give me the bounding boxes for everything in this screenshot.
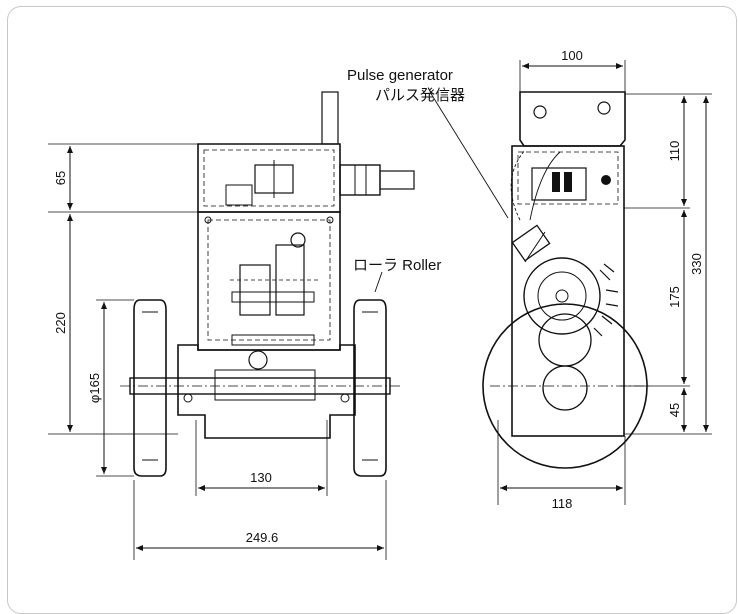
dim-65: 65 [53, 171, 68, 185]
dim-249-6: 249.6 [246, 530, 279, 545]
dim-175: 175 [667, 286, 682, 308]
callout-labels: Pulse generator パルス発信器 ローラ Roller [347, 67, 465, 274]
dim-130: 130 [250, 470, 272, 485]
dimension-labels: 65 220 φ165 130 249.6 100 110 330 175 45… [53, 48, 704, 545]
dim-100: 100 [561, 48, 583, 63]
dim-45: 45 [667, 403, 682, 417]
front-view [120, 91, 415, 477]
side-dimensions [429, 60, 712, 505]
dim-118: 118 [552, 496, 573, 511]
pulse-generator-label: Pulse generator [347, 67, 453, 84]
roller-label: ローラ Roller [353, 257, 441, 274]
dim-phi-165: φ165 [87, 373, 102, 403]
drawing-frame [7, 6, 737, 614]
front-dimensions [48, 143, 387, 560]
dim-330: 330 [689, 253, 704, 275]
dim-220: 220 [53, 312, 68, 334]
pulse-generator-label-jp: パルス発信器 [375, 87, 465, 104]
technical-drawing: 65 220 φ165 130 249.6 100 110 330 175 45… [48, 48, 712, 560]
side-view [482, 91, 650, 469]
dim-110: 110 [667, 141, 682, 162]
